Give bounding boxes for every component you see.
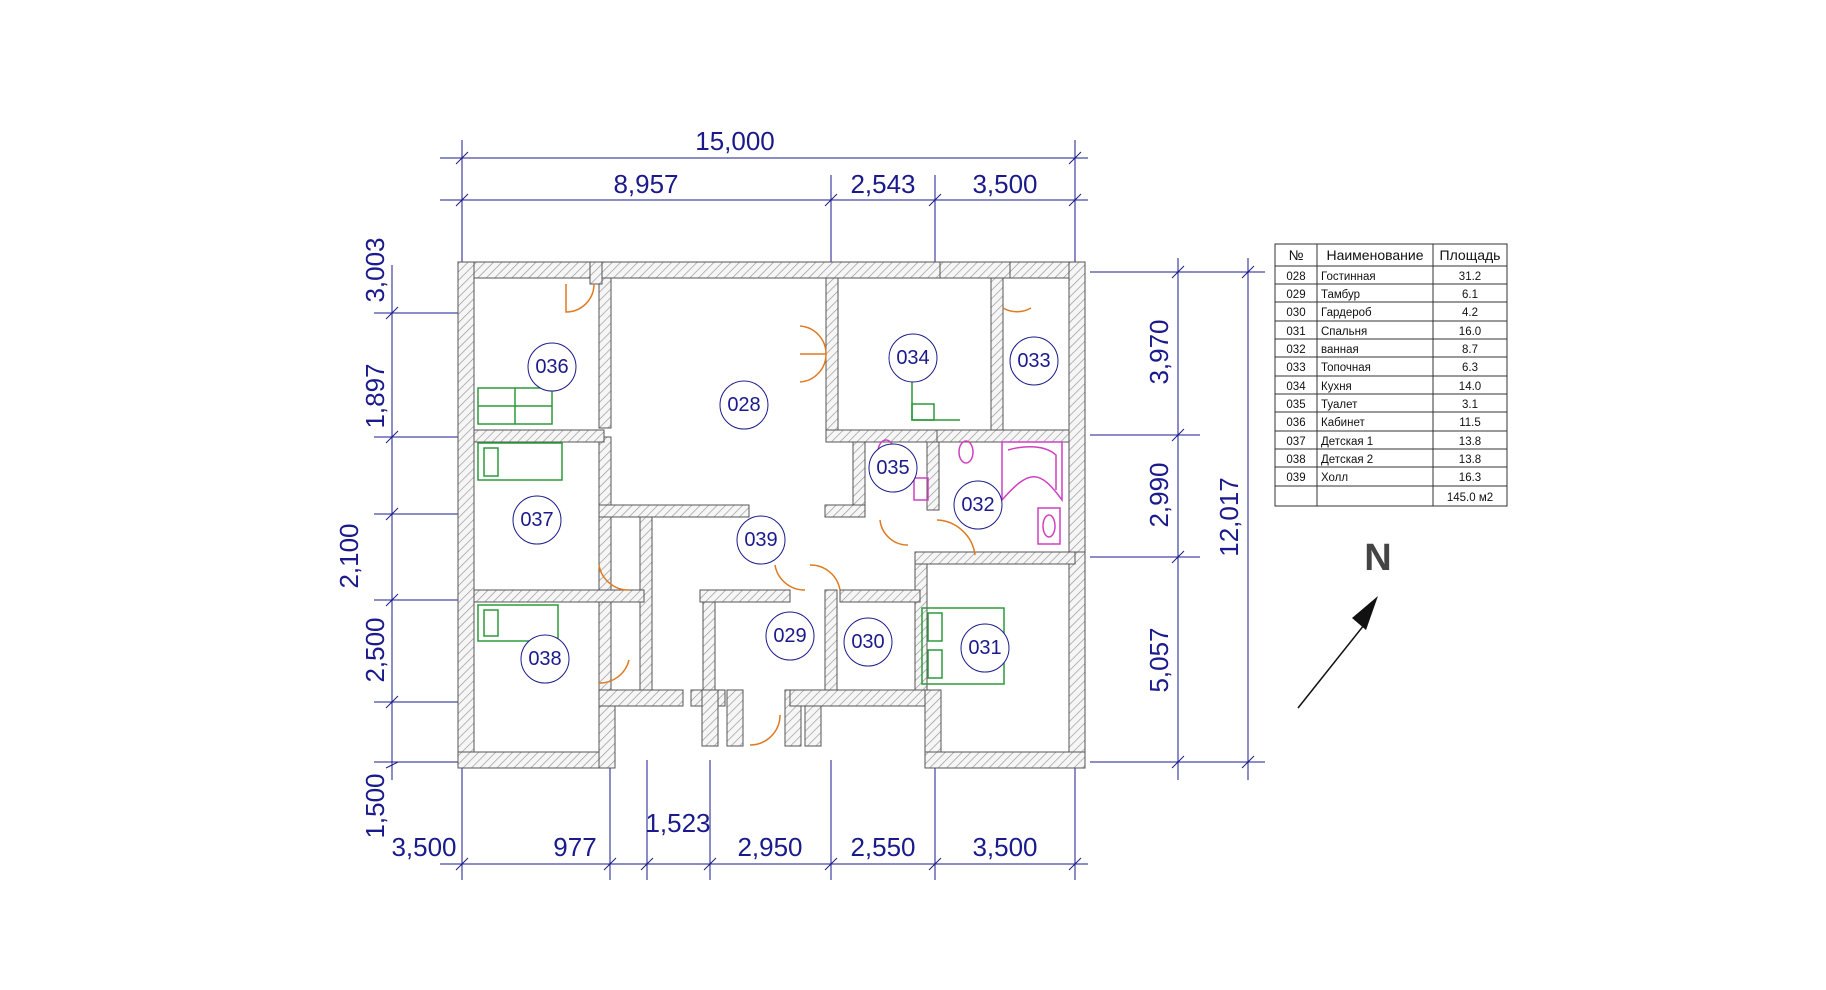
dim-top-1: 8,957 <box>613 169 678 199</box>
table-cell-area: 3.1 <box>1462 399 1478 411</box>
table-cell-no: 039 <box>1286 472 1305 484</box>
svg-text:034: 034 <box>896 347 929 369</box>
table-cell-name: Детская 1 <box>1321 436 1373 448</box>
dim-top-2: 2,543 <box>850 169 915 199</box>
table-cell-area: 13.8 <box>1459 436 1481 448</box>
table-cell-no: 038 <box>1286 454 1305 466</box>
room-label-031: 031 <box>960 623 1010 673</box>
table-cell-no: 033 <box>1286 362 1305 374</box>
dim-bottom-3: 1,523 <box>645 808 710 838</box>
table-cell-area: 14.0 <box>1459 381 1481 393</box>
svg-text:037: 037 <box>520 509 553 531</box>
dim-top-total: 15,000 <box>695 126 775 156</box>
table-cell-no: 031 <box>1286 326 1305 338</box>
compass-arrow-line <box>1297 619 1369 709</box>
room-label-033: 033 <box>1009 336 1059 386</box>
dim-bottom-1: 3,500 <box>391 832 456 862</box>
svg-text:031: 031 <box>968 637 1001 659</box>
table-cell-no: 037 <box>1286 436 1305 448</box>
compass-arrow-head <box>1352 596 1378 630</box>
table-cell-name: Детская 2 <box>1321 454 1373 466</box>
svg-text:029: 029 <box>773 625 806 647</box>
table-cell-name: Спальня <box>1321 326 1367 338</box>
table-header-no: № <box>1288 247 1303 263</box>
dim-bottom-4: 2,950 <box>737 832 802 862</box>
table-cell-no: 036 <box>1286 417 1305 429</box>
room-label-036: 036 <box>527 342 577 392</box>
room-label-038: 038 <box>520 634 570 684</box>
svg-text:030: 030 <box>851 631 884 653</box>
table-total-area: 145.0 м2 <box>1447 492 1493 504</box>
room-label-028: 028 <box>719 380 769 430</box>
table-cell-no: 030 <box>1286 307 1305 319</box>
room-label-034: 034 <box>888 333 938 383</box>
svg-text:036: 036 <box>535 356 568 378</box>
sanitary-fixtures <box>877 439 1063 545</box>
table-rows: 028 Гостинная 31.2 029 Тамбур 6.1 030 Гардероб 4… <box>1286 271 1481 484</box>
dim-top-3: 3,500 <box>972 169 1037 199</box>
table-header-area: Площадь <box>1440 247 1501 263</box>
room-labels: 036 028 034 033 035 032 037 039 029 030 … <box>512 333 1059 684</box>
svg-text:039: 039 <box>744 529 777 551</box>
dim-left-5: 1,500 <box>360 773 390 838</box>
svg-text:028: 028 <box>727 394 760 416</box>
dimension-labels: 15,000 8,957 2,543 3,500 3,003 1,897 2,1… <box>334 126 1244 862</box>
room-label-035: 035 <box>868 443 918 493</box>
room-label-032: 032 <box>953 480 1003 530</box>
dim-bottom-2: 977 <box>553 832 596 862</box>
table-cell-area: 6.1 <box>1462 289 1478 301</box>
table-cell-name: Топочная <box>1321 362 1371 374</box>
walls <box>457 261 1086 769</box>
table-cell-no: 034 <box>1286 381 1306 393</box>
table-cell-area: 8.7 <box>1462 344 1478 356</box>
svg-text:032: 032 <box>961 494 994 516</box>
dim-right-2: 2,990 <box>1144 462 1174 527</box>
dimension-lines <box>374 140 1265 880</box>
table-cell-name: Туалет <box>1321 399 1358 411</box>
table-cell-name: Холл <box>1321 472 1348 484</box>
table-cell-name: Кабинет <box>1321 417 1365 429</box>
table-cell-name: Кухня <box>1321 381 1352 393</box>
dim-left-2: 1,897 <box>360 363 390 428</box>
dim-bottom-5: 2,550 <box>850 832 915 862</box>
north-compass: N <box>1297 537 1392 709</box>
table-cell-area: 31.2 <box>1459 271 1481 283</box>
doors <box>565 283 1032 746</box>
table-cell-area: 16.0 <box>1459 326 1481 338</box>
dim-right-total: 12,017 <box>1214 477 1244 557</box>
table-header-name: Наименование <box>1326 247 1423 263</box>
room-label-029: 029 <box>765 611 815 661</box>
table-cell-no: 035 <box>1286 399 1305 411</box>
room-label-030: 030 <box>843 617 893 667</box>
compass-north-label: N <box>1364 537 1391 579</box>
table-cell-area: 4.2 <box>1462 307 1478 319</box>
room-label-039: 039 <box>736 515 786 565</box>
table-cell-name: Тамбур <box>1321 289 1360 301</box>
table-cell-area: 6.3 <box>1462 362 1478 374</box>
table-cell-no: 028 <box>1286 271 1305 283</box>
table-cell-area: 13.8 <box>1459 454 1481 466</box>
dim-left-1: 3,003 <box>360 237 390 302</box>
table-cell-no: 029 <box>1286 289 1305 301</box>
table-cell-no: 032 <box>1286 344 1305 356</box>
table-cell-area: 16.3 <box>1459 472 1481 484</box>
dim-bottom-6: 3,500 <box>972 832 1037 862</box>
table-cell-name: Гостинная <box>1321 271 1376 283</box>
table-cell-name: ванная <box>1321 344 1359 356</box>
dim-left-3: 2,100 <box>334 523 364 588</box>
dim-left-4: 2,500 <box>360 617 390 682</box>
room-label-037: 037 <box>512 495 562 545</box>
table-cell-name: Гардероб <box>1321 307 1372 319</box>
svg-text:035: 035 <box>876 457 909 479</box>
table-cell-area: 11.5 <box>1459 417 1481 429</box>
dim-right-1: 3,970 <box>1144 319 1174 384</box>
svg-text:038: 038 <box>528 648 561 670</box>
svg-text:033: 033 <box>1017 350 1050 372</box>
dim-right-3: 5,057 <box>1144 627 1174 692</box>
